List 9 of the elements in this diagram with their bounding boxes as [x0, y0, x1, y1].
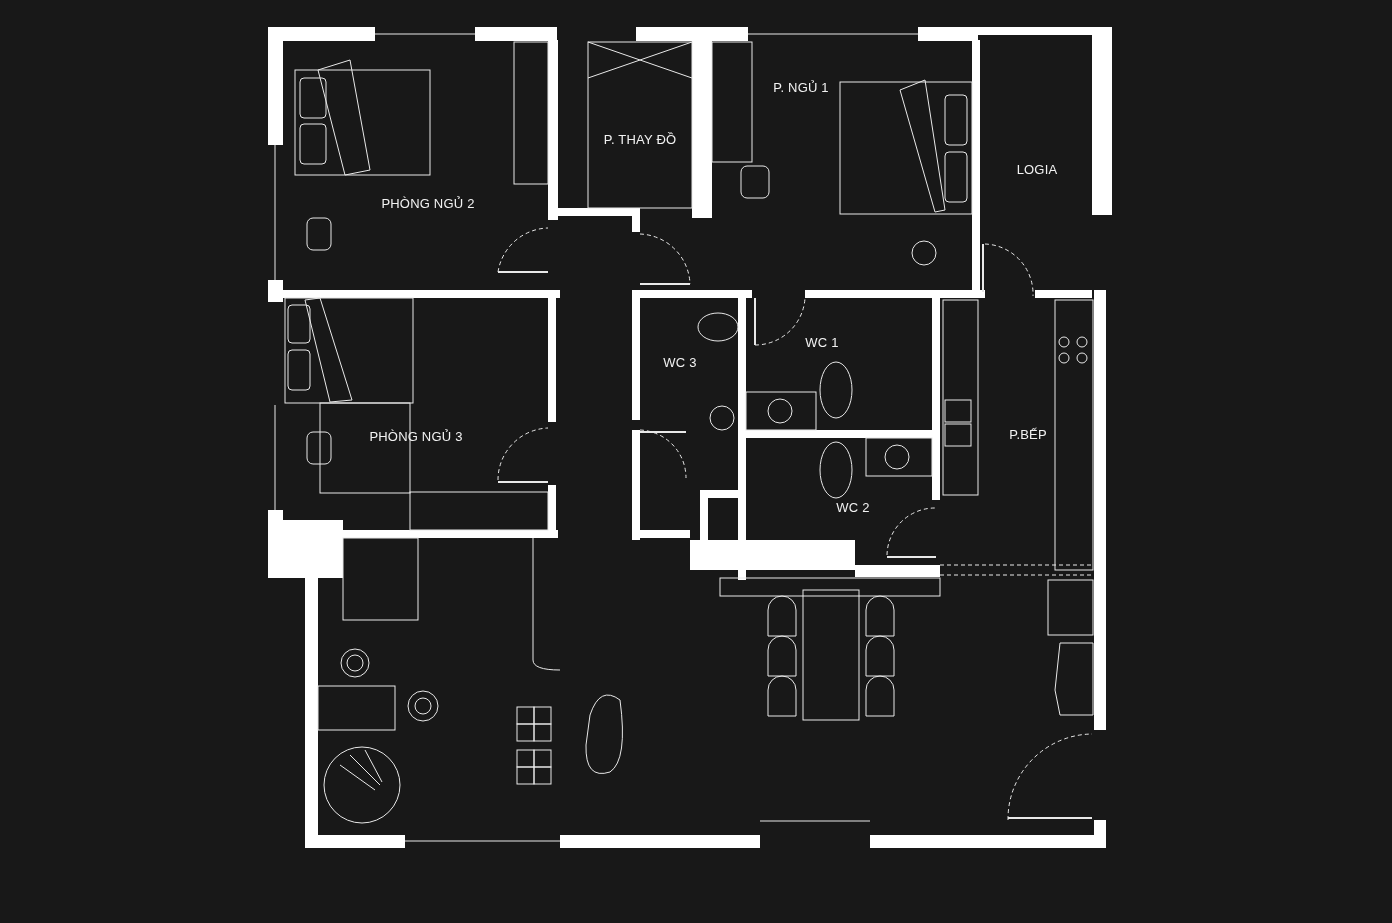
- room-label: P. NGỦ 1: [773, 79, 829, 95]
- room-label: WC 3: [663, 354, 697, 370]
- room-label: P.BẾP: [1009, 426, 1047, 442]
- room-label: PHÒNG NGỦ 3: [369, 428, 463, 444]
- room-label: WC 1: [805, 334, 839, 350]
- room-label: LOGIA: [1016, 161, 1058, 177]
- room-label: P. THAY ĐỒ: [603, 131, 677, 147]
- room-label: PHÒNG NGỦ 2: [381, 195, 475, 211]
- room-label: WC 2: [836, 499, 870, 515]
